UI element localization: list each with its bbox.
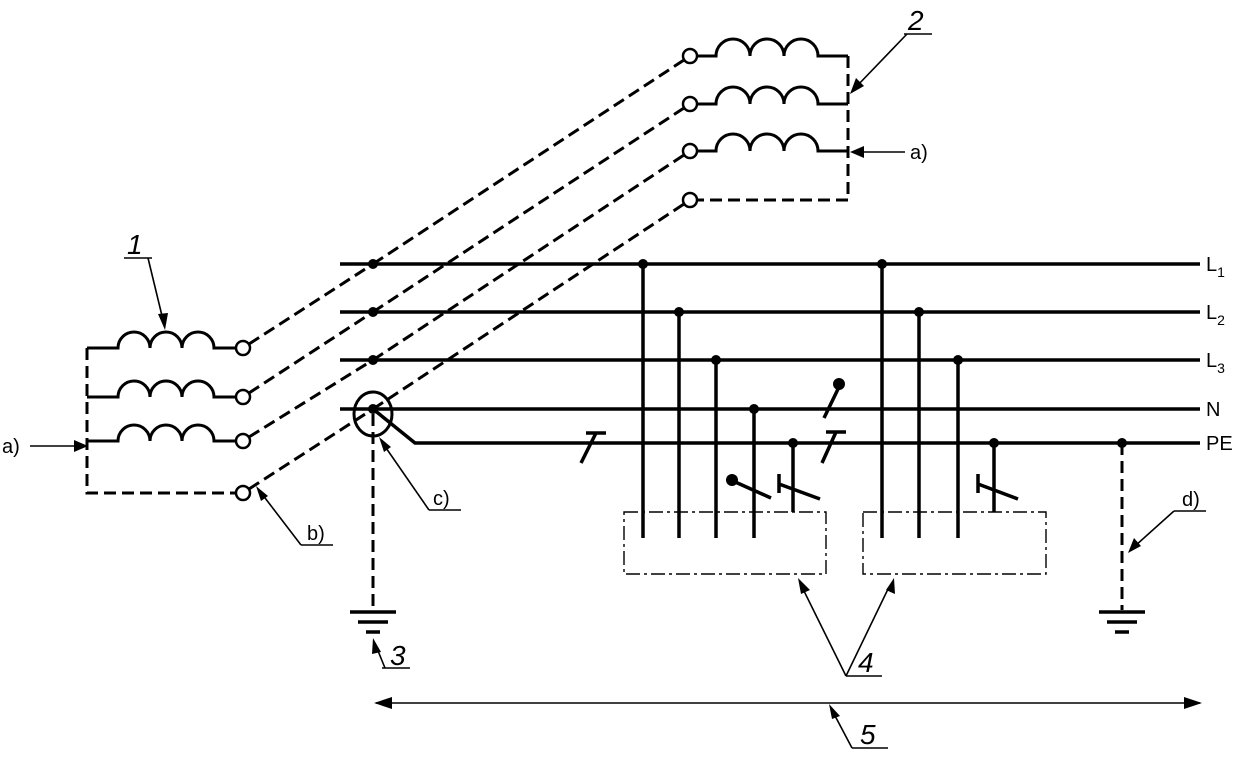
terminal-1c [234,432,252,450]
leader-2 [855,33,908,88]
bus-label-l2: L2 [1206,302,1225,328]
junction-l1 [368,259,378,269]
terminal-2b [681,95,699,113]
busbars [340,262,1200,445]
junction-2-l3 [953,355,963,365]
bus-label-l3: L3 [1206,350,1225,376]
callout-2: 2 [907,5,924,36]
dot-symbol-c1-head [726,474,738,486]
dot-symbol-n-stem [822,386,841,419]
junction-l2 [368,307,378,317]
leader-4b-arrowhead [886,578,895,594]
coil-2b [697,85,848,106]
t-symbol-pe-stem [579,432,598,464]
leader-5-arrowhead [829,704,840,719]
link-l2-2 [372,106,685,314]
terminal-2a [681,47,699,65]
callout-1: 1 [127,229,143,260]
consumer-box-1 [623,511,827,575]
junction-n [368,404,378,414]
callout-3: 3 [390,640,406,671]
note-d: d) [1182,489,1200,511]
callout-5: 5 [860,719,876,750]
leader-d-arrowhead [1128,538,1141,553]
leader-4a-arrowhead [798,578,810,594]
junction-1-pe [788,438,798,448]
terminal-1n [234,484,252,502]
link-l3-2 [372,153,685,362]
leader-d [1134,510,1175,547]
junction-2-l1 [877,259,887,269]
leader-c [383,444,430,511]
leader-3-arrowhead [372,638,381,654]
leader-5 [832,711,853,749]
junction-1-l2 [674,307,684,317]
callout-4: 4 [858,647,874,678]
leader-b-arrowhead [256,486,268,501]
t-symbol-c1-stem [778,482,821,501]
leader-1 [147,257,164,321]
consumer-installation-2 [862,259,1047,575]
dot-symbol-c1-stem [732,479,772,500]
additional-earth [1099,438,1145,634]
junction-l3 [368,355,378,365]
source-1-star-link [85,348,236,495]
link-l1-1 [248,262,374,346]
coil-2c [697,132,848,153]
bus-pe [371,407,1200,445]
terminal-2n [681,191,699,209]
source-1-windings [85,330,252,502]
dot-symbol-n-head [833,378,845,390]
coil-1b [87,379,236,399]
leader-2-arrowhead [850,78,864,94]
terminal-1b [234,388,252,406]
junction-1-n [749,404,759,414]
link-l1-2 [372,58,685,266]
link-n-1 [248,407,374,491]
note-a-right: a) [910,142,928,164]
bus-labels: L1 L2 L3 N PE [1206,254,1233,455]
terminal-2c [681,142,699,160]
terminal-1a [234,339,252,357]
junction-1-l1 [638,259,648,269]
consumer-box-2 [862,511,1047,575]
bus-label-n: N [1206,399,1220,421]
bus-label-l1: L1 [1206,254,1225,280]
junction-1-l3 [711,355,721,365]
bus-label-pe: PE [1206,433,1233,455]
junction-2-l2 [914,307,924,317]
leader-c-arrowhead [379,437,391,452]
coil-1c [87,423,236,443]
note-c: c) [433,488,450,510]
junction-2-pe [989,438,999,448]
extent-arrowhead-right [1184,697,1202,709]
t-symbol-mid-stem [820,431,838,464]
coil-1a [87,330,236,350]
callouts: 1 2 3 4 5 a) a) b) [2,5,1206,750]
consumer-installation-1 [623,259,827,575]
note-a-left: a) [2,436,20,458]
link-n-2 [372,202,685,411]
source-links [248,58,685,491]
note-b: b) [307,523,325,545]
leader-a-right-arrowhead [850,146,864,158]
leader-b [261,493,302,546]
leader-4a [801,586,847,677]
coil-2a [697,37,848,58]
source-2-star-link [697,56,850,202]
leader-a-left-arrowhead [74,440,88,452]
connection-symbols [579,378,1019,501]
source-2-windings [681,37,850,209]
link-l3-1 [248,358,374,439]
central-earthing-point [350,390,396,634]
link-l2-1 [248,310,374,395]
leader-1-arrowhead [158,313,168,330]
source-junctions [368,259,378,414]
leader-4b [845,586,890,677]
t-symbol-c2-stem [977,482,1019,501]
extent-arrowhead-left [374,697,392,709]
extent-arrow-5 [374,697,1202,709]
